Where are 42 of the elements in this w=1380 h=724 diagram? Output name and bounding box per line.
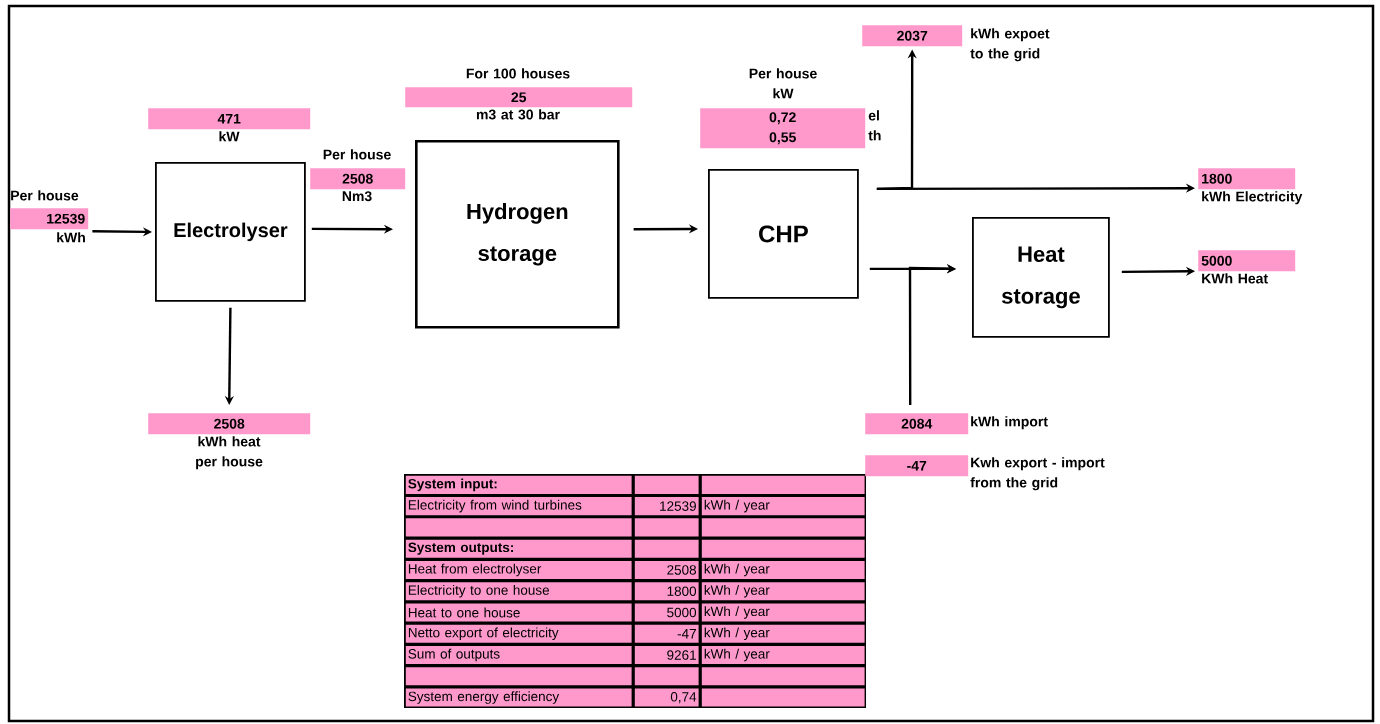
arrow [908,264,956,405]
table-cell: Heat to one house [405,603,632,622]
value-box: 2037 [862,25,963,47]
caption-text: Per house [11,190,79,201]
value-box: 2084 [865,413,969,435]
caption-text: th [868,130,881,141]
process-box: Hydrogen storage [415,140,620,329]
caption-text: For 100 houses [466,68,570,79]
value-box: 25 [405,87,633,108]
caption-text: kWh [57,232,85,243]
caption-text: kWh Electricity [1202,191,1303,205]
process-box: Heat storage [972,217,1110,338]
table-cell: kWh / year [701,603,865,622]
caption-text: Nm3 [342,191,372,202]
process-box: CHP [708,169,859,299]
value-box: 0,72 0,55 [700,108,866,149]
value-box: 2508 [310,168,406,190]
caption-text: kWh heat per house [196,436,263,470]
caption-text: Kwh export - import from the grid [970,457,1105,491]
caption-text: kWh import [971,416,1048,430]
table-cell: Electricity from wind turbines [405,497,632,516]
value-box: 2508 [148,413,311,435]
caption-text: kW [773,88,794,99]
table-cell: kWh / year [701,582,865,601]
caption-text: Per house [323,149,391,160]
caption-text: kWh expoet to the grid [970,28,1050,62]
caption-text: KWh Heat [1202,273,1268,284]
caption-text: m3 at 30 bar [476,109,560,120]
value-box: 5000 [1198,250,1296,272]
caption-text: Per house [749,68,817,79]
caption-text: el [868,110,879,121]
table-cell: 5000 [634,603,699,622]
table-cell: kWh / year [701,497,865,516]
table-cell: 12539 [634,497,699,516]
table-cell: Electricity to one house [405,582,632,601]
value-box: 1800 [1198,168,1296,190]
table-cell: 1800 [634,582,699,601]
value-box: 12539 [10,208,89,230]
process-box: Electrolyser [155,162,306,302]
value-box: 471 [148,108,311,130]
caption-text: kW [219,131,240,142]
value-box: -47 [865,455,969,477]
